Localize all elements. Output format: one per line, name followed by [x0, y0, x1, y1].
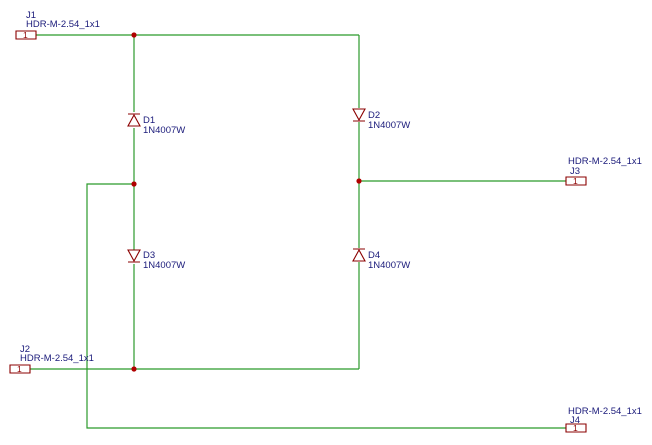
wires: [30, 34, 566, 429]
diode-d3[interactable]: D3 1N4007W: [127, 249, 185, 271]
connector-j3-pin-number: 1: [573, 176, 578, 186]
connector-j2-pin-number: 1: [17, 364, 22, 374]
junction-mid-left: [131, 181, 137, 187]
diode-d3-value: 1N4007W: [143, 260, 185, 271]
connector-j3-ref: J3: [570, 166, 580, 177]
diode-d4-ref: D4: [368, 250, 380, 261]
diode-d4[interactable]: D4 1N4007W: [352, 248, 410, 271]
connector-j3-pin: [565, 176, 587, 186]
connector-j2-ref: J2: [20, 344, 30, 355]
diode-d4-symbol: [352, 248, 366, 262]
junction-bottom-left: [131, 366, 137, 372]
diode-d1-ref: D1: [143, 115, 155, 126]
diode-d1[interactable]: D1 1N4007W: [127, 113, 185, 136]
connector-j1[interactable]: 1 J1 HDR-M-2.54_1x1: [15, 10, 100, 40]
junctions: [131, 32, 362, 372]
diode-d4-value: 1N4007W: [368, 260, 410, 271]
connector-j4-pin: [565, 423, 587, 433]
diode-d3-symbol: [127, 249, 141, 263]
connector-j4[interactable]: 1 HDR-M-2.54_1x1 J4: [565, 406, 642, 433]
connector-j2[interactable]: 1 J2 HDR-M-2.54_1x1: [9, 344, 94, 374]
diode-d2[interactable]: D2 1N4007W: [352, 108, 410, 131]
connector-j4-ref: J4: [570, 415, 580, 426]
connector-j1-pin-number: 1: [23, 30, 28, 40]
diode-d2-symbol: [352, 108, 366, 122]
connector-j1-value: HDR-M-2.54_1x1: [26, 19, 100, 30]
connector-j4-pin-number: 1: [573, 423, 578, 433]
connector-j1-pin: [15, 30, 37, 40]
connector-j2-pin: [9, 364, 31, 374]
diode-d2-value: 1N4007W: [368, 120, 410, 131]
connector-j3-value: HDR-M-2.54_1x1: [568, 156, 642, 167]
diode-d1-symbol: [127, 113, 141, 127]
connector-j1-ref: J1: [26, 10, 36, 21]
connector-j2-value: HDR-M-2.54_1x1: [20, 353, 94, 364]
diode-d1-value: 1N4007W: [143, 125, 185, 136]
connector-j4-value: HDR-M-2.54_1x1: [568, 406, 642, 417]
junction-mid-right: [356, 178, 362, 184]
junction-top-left: [131, 32, 137, 38]
diode-d3-ref: D3: [143, 250, 155, 261]
wire-j4: [86, 183, 566, 429]
connector-j3[interactable]: 1 HDR-M-2.54_1x1 J3: [565, 156, 642, 186]
diode-d2-ref: D2: [368, 110, 380, 121]
